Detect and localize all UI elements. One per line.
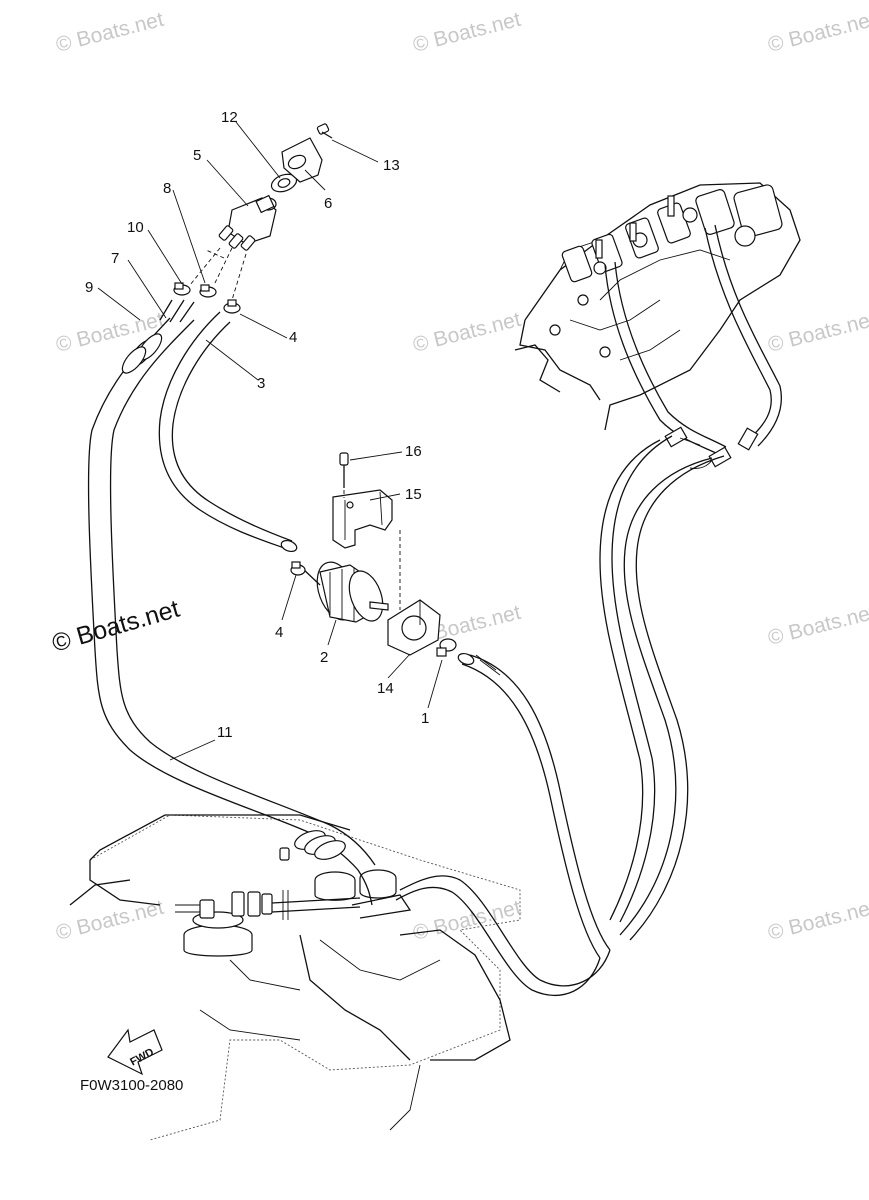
leader-lines xyxy=(97,121,443,761)
screw-16 xyxy=(339,452,349,498)
callout-16: 16 xyxy=(405,443,422,460)
bracket-14 xyxy=(387,599,441,656)
fuel-cock-5 xyxy=(218,194,277,251)
tank-fittings xyxy=(175,847,412,957)
callout-13: 13 xyxy=(383,157,400,174)
watermark: © Boats.net xyxy=(766,8,869,57)
callout-3: 3 xyxy=(257,375,265,392)
callout-8: 8 xyxy=(163,180,171,197)
fuel-filter-2 xyxy=(301,561,389,623)
callout-5: 5 xyxy=(193,147,201,164)
engine-return-hoses xyxy=(599,224,782,941)
clamp-1 xyxy=(436,638,457,657)
watermark: © Boats.net xyxy=(766,601,869,650)
fwd-arrow-icon: FWD xyxy=(107,1028,163,1076)
engine-block xyxy=(514,182,801,431)
clamp-4-upper xyxy=(223,299,241,314)
callout-14: 14 xyxy=(377,680,394,697)
watermarks: © Boats.net © Boats.net © Boats.net © Bo… xyxy=(49,8,869,945)
clamp-4-lower xyxy=(290,561,306,576)
washer-12 xyxy=(270,173,298,193)
callout-7: 7 xyxy=(111,250,119,267)
callout-2: 2 xyxy=(320,649,328,666)
fuel-hose-right xyxy=(395,652,611,996)
callouts: 12 5 13 6 8 10 7 9 4 3 16 15 4 2 14 1 11 xyxy=(85,109,429,741)
callout-4-lower: 4 xyxy=(275,624,283,641)
watermark: © Boats.net xyxy=(54,8,166,57)
fuel-hose-3 xyxy=(158,311,298,553)
callout-15: 15 xyxy=(405,486,422,503)
callout-1: 1 xyxy=(421,710,429,727)
watermark: © Boats.net xyxy=(766,308,869,357)
callout-10: 10 xyxy=(127,219,144,236)
assembly-guides xyxy=(189,247,247,301)
callout-4-upper: 4 xyxy=(289,329,297,346)
watermark: © Boats.net xyxy=(411,308,523,357)
callout-6: 6 xyxy=(324,195,332,212)
callout-11: 11 xyxy=(217,724,233,741)
clamp-8 xyxy=(199,284,217,298)
screw-13 xyxy=(316,123,333,139)
watermark: © Boats.net xyxy=(766,896,869,945)
callout-12: 12 xyxy=(221,109,238,126)
knob-6 xyxy=(281,137,323,183)
watermark: © Boats.net xyxy=(411,8,523,57)
clamp-10 xyxy=(173,282,191,296)
callout-9: 9 xyxy=(85,279,93,296)
diagram-code: F0W3100-2080 xyxy=(80,1077,183,1094)
main-hose-11 xyxy=(87,299,376,906)
